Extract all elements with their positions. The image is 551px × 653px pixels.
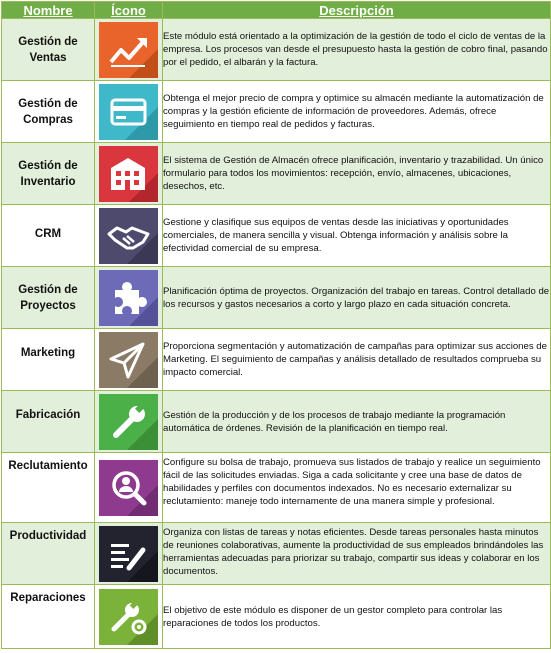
wrench-icon: [99, 393, 158, 450]
warehouse-icon: [99, 145, 158, 202]
module-name: CRM: [1, 204, 95, 267]
module-description: Este módulo está orientado a la optimiza…: [162, 18, 551, 81]
search-user-icon: [99, 459, 158, 516]
notes-pencil-icon: [99, 525, 158, 582]
paper-plane-icon: [99, 331, 158, 388]
header-icon: Ícono: [94, 1, 163, 19]
table-row: CRM Gestione y clasifique sus equipos de…: [1, 204, 551, 267]
module-name: Marketing: [1, 328, 95, 391]
module-description: El sistema de Gestión de Almacén ofrece …: [162, 142, 551, 205]
puzzle-icon: [99, 269, 158, 326]
table-row: Productividad Organiza con listas de tar…: [1, 522, 551, 585]
module-description: El objetivo de este módulo es disponer d…: [162, 584, 551, 649]
module-description: Gestione y clasifique sus equipos de ven…: [162, 204, 551, 267]
module-description: Organiza con listas de tareas y notas ef…: [162, 522, 551, 585]
header-name: Nombre: [1, 1, 95, 19]
module-name: Gestión de Ventas: [1, 18, 95, 81]
header-description: Descripción: [162, 1, 551, 19]
table-row: Gestión de Inventario El sistema de: [1, 142, 551, 205]
module-description: Proporciona segmentación y automatizació…: [162, 328, 551, 391]
table-row: Reparaciones El objetivo de este módulo …: [1, 584, 551, 649]
tools-gear-icon: [99, 588, 158, 645]
module-name: Gestión de Compras: [1, 80, 95, 143]
module-description: Gestión de la producción y de los proces…: [162, 390, 551, 453]
table-header-row: Nombre Ícono Descripción: [1, 1, 551, 19]
table-row: Gestión de Ventas Este módulo está orien…: [1, 18, 551, 81]
module-name: Productividad: [1, 522, 95, 585]
handshake-icon: [99, 207, 158, 264]
module-description: Configure su bolsa de trabajo, promueva …: [162, 452, 551, 523]
table-row: Gestión de Proyectos Planificación óptim…: [1, 266, 551, 329]
module-description: Obtenga el mejor precio de compra y opti…: [162, 80, 551, 143]
trend-up-icon: [99, 21, 158, 78]
module-name: Reclutamiento: [1, 452, 95, 523]
credit-card-icon: [99, 83, 158, 140]
module-name: Fabricación: [1, 390, 95, 453]
module-description: Planificación óptima de proyectos. Organ…: [162, 266, 551, 329]
module-name: Gestión de Proyectos: [1, 266, 95, 329]
module-name: Gestión de Inventario: [1, 142, 95, 205]
table-row: Fabricación Gestión de la producción y d…: [1, 390, 551, 453]
table-row: Reclutamiento Configure su bolsa de trab…: [1, 452, 551, 523]
table-row: Gestión de Compras Obtenga el mejor prec…: [1, 80, 551, 143]
module-name: Reparaciones: [1, 584, 95, 649]
table-row: Marketing Proporciona segmentación y aut…: [1, 328, 551, 391]
